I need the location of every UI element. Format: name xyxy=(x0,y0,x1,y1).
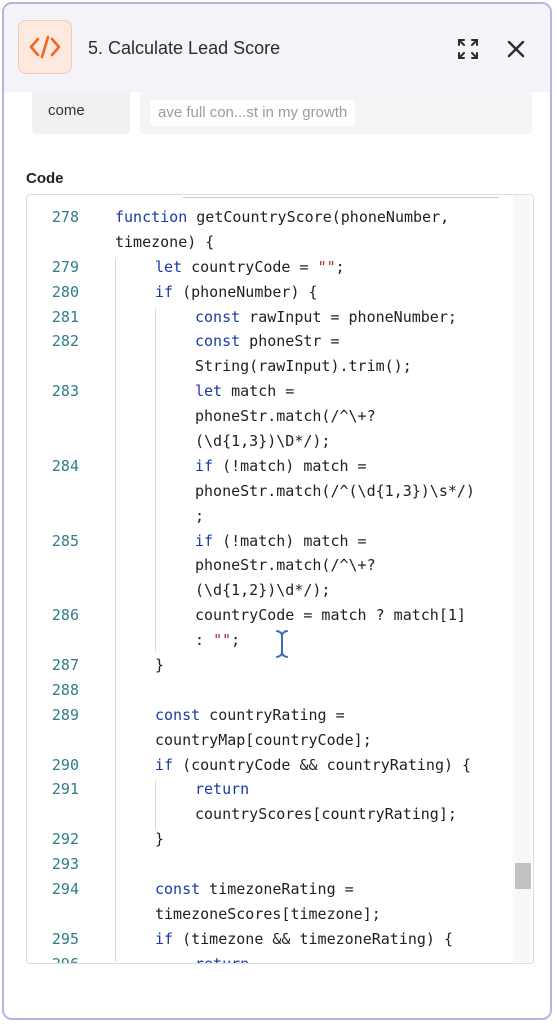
field-key[interactable]: come xyxy=(32,92,130,134)
panel-header: 5. Calculate Lead Score xyxy=(4,4,550,92)
line-number: 290 xyxy=(51,755,79,774)
line-number: 296 xyxy=(51,954,79,964)
line-number: 287 xyxy=(51,656,79,675)
code-line: countryMap[countryCode]; xyxy=(27,728,507,753)
code-line: 284 if (!match) match = xyxy=(27,454,507,479)
code-text: phoneStr.match(/^\+? xyxy=(195,556,376,575)
code-line: 290 if (countryCode && countryRating) { xyxy=(27,753,507,778)
editor-top-divider xyxy=(183,197,499,198)
code-text: countryScores[countryRating]; xyxy=(195,805,457,824)
code-line: 295 if (timezone && timezoneRating) { xyxy=(27,927,507,952)
code-line: 285 if (!match) match = xyxy=(27,529,507,554)
code-text: if (timezone && timezoneRating) { xyxy=(155,929,454,948)
code-line: 291 return xyxy=(27,777,507,802)
line-number: 294 xyxy=(51,880,79,899)
line-number: 286 xyxy=(51,606,79,625)
code-text: return xyxy=(195,780,250,799)
code-text: const countryRating = xyxy=(155,705,345,724)
editor-scrollbar[interactable] xyxy=(513,195,531,963)
code-text: if (phoneNumber) { xyxy=(155,282,318,301)
line-number: 291 xyxy=(51,780,79,799)
indent-guide xyxy=(155,309,156,651)
step-title: 5. Calculate Lead Score xyxy=(88,38,281,58)
code-line: phoneStr.match(/^\+? xyxy=(27,404,507,429)
indent-guide xyxy=(155,781,156,829)
code-text: return xyxy=(195,954,250,964)
code-text: ; xyxy=(195,506,205,525)
scrollbar-thumb[interactable] xyxy=(515,863,531,889)
line-number: 295 xyxy=(51,929,79,948)
code-text: const rawInput = phoneNumber; xyxy=(195,307,457,326)
code-editor[interactable]: 278 function getCountryScore(phoneNumber,… xyxy=(26,194,534,964)
code-text: : ""; xyxy=(195,631,241,650)
code-line: 280 if (phoneNumber) { xyxy=(27,280,507,305)
code-line: phoneStr.match(/^(\d{1,3})\s*/) xyxy=(27,479,507,504)
code-text: function getCountryScore(phoneNumber, xyxy=(115,208,450,226)
code-line: 292} xyxy=(27,827,507,852)
code-text: timezoneScores[timezone]; xyxy=(155,904,381,923)
code-line: 287} xyxy=(27,653,507,678)
field-mapping-row: come ave full con...st in my growth xyxy=(32,92,532,136)
line-number: 280 xyxy=(51,282,79,301)
code-label: Code xyxy=(26,170,64,187)
code-line: 286 countryCode = match ? match[1] xyxy=(27,603,507,628)
line-number: 283 xyxy=(51,382,79,401)
code-text: timezone) { xyxy=(115,232,215,251)
indent-guide xyxy=(115,259,116,962)
code-text: if (countryCode && countryRating) { xyxy=(155,755,472,774)
code-line: 294 const timezoneRating = xyxy=(27,877,507,902)
code-text: } xyxy=(155,656,165,675)
line-number: 285 xyxy=(51,531,79,550)
code-line: 288 xyxy=(27,678,507,703)
line-number: 284 xyxy=(51,456,79,475)
close-icon[interactable] xyxy=(502,35,530,63)
code-line: countryScores[countryRating]; xyxy=(27,802,507,827)
line-number: 279 xyxy=(51,257,79,276)
code-line: timezoneScores[timezone]; xyxy=(27,902,507,927)
code-text: String(rawInput).trim(); xyxy=(195,357,412,376)
code-brackets-icon xyxy=(18,20,72,74)
code-line: 296 return xyxy=(27,952,507,964)
code-text: } xyxy=(155,830,165,849)
code-line: 281 const rawInput = phoneNumber; xyxy=(27,305,507,330)
code-text: let match = xyxy=(195,382,295,401)
line-number: 281 xyxy=(51,307,79,326)
code-text: (\d{1,2})\d*/); xyxy=(195,581,331,600)
code-text: if (!match) match = xyxy=(195,456,367,475)
code-line: 279 let countryCode = ""; xyxy=(27,255,507,280)
code-lines: 278 function getCountryScore(phoneNumber,… xyxy=(27,205,507,964)
field-value-pill[interactable]: ave full con...st in my growth xyxy=(150,100,356,126)
line-number: 289 xyxy=(51,705,79,724)
text-cursor-icon xyxy=(275,629,289,659)
code-text: phoneStr.match(/^\+? xyxy=(195,407,376,426)
line-number: 282 xyxy=(51,332,79,351)
code-line: 293 xyxy=(27,852,507,877)
line-number: 278 xyxy=(51,208,79,226)
code-text: countryCode = match ? match[1] xyxy=(195,606,466,625)
code-text: const timezoneRating = xyxy=(155,880,354,899)
code-text: countryMap[countryCode]; xyxy=(155,730,372,749)
code-line: 278 function getCountryScore(phoneNumber, xyxy=(27,205,507,230)
code-line: (\d{1,3})\D*/); xyxy=(27,429,507,454)
code-line: 283 let match = xyxy=(27,379,507,404)
code-line: phoneStr.match(/^\+? xyxy=(27,553,507,578)
code-text: phoneStr.match(/^(\d{1,3})\s*/) xyxy=(195,481,475,500)
code-line: : ""; xyxy=(27,628,507,653)
code-line: ; xyxy=(27,504,507,529)
expand-icon[interactable] xyxy=(454,35,482,63)
code-line: timezone) { xyxy=(27,230,507,255)
code-line: (\d{1,2})\d*/); xyxy=(27,578,507,603)
code-text: const phoneStr = xyxy=(195,332,340,351)
code-text: let countryCode = ""; xyxy=(155,257,345,276)
code-line: 282 const phoneStr = xyxy=(27,329,507,354)
line-number: 292 xyxy=(51,830,79,849)
code-line: 289 const countryRating = xyxy=(27,703,507,728)
line-number: 288 xyxy=(51,680,79,699)
line-number: 293 xyxy=(51,855,79,874)
field-value-container[interactable]: ave full con...st in my growth xyxy=(140,92,532,134)
code-text: (\d{1,3})\D*/); xyxy=(195,432,331,451)
code-text: if (!match) match = xyxy=(195,531,367,550)
code-line: String(rawInput).trim(); xyxy=(27,354,507,379)
